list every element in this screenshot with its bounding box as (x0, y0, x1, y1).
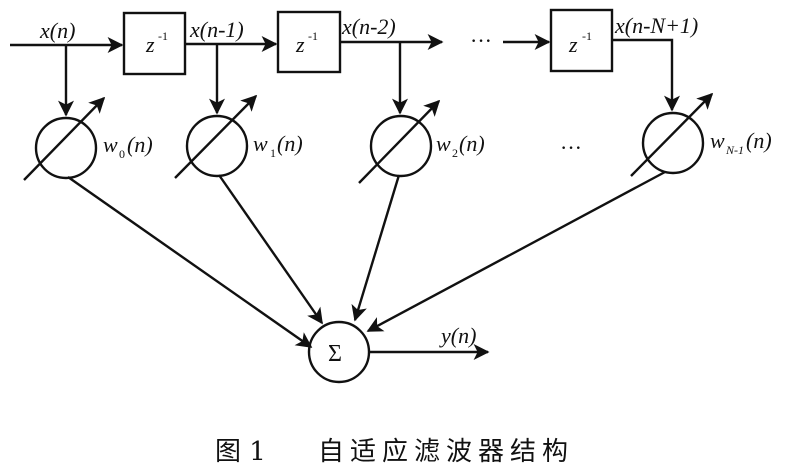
svg-text:(n): (n) (459, 131, 485, 156)
svg-text:1: 1 (270, 146, 276, 160)
weight-1: w 1 (n) (174, 94, 303, 179)
delay-output-label-1: x(n-1) (189, 17, 244, 42)
figure-label: 图 1 (215, 437, 266, 467)
svg-text:-1: -1 (582, 29, 592, 43)
delay-block-1: z -1 (122, 11, 187, 76)
weight-n-to-sum (366, 170, 666, 333)
output-label: y(n) (439, 323, 476, 348)
delay-block-2: z -1 (276, 10, 342, 74)
svg-text:N-1: N-1 (725, 143, 744, 157)
tap-line-n (612, 38, 680, 112)
svg-text:Σ: Σ (328, 341, 342, 367)
svg-text:0: 0 (119, 147, 125, 161)
svg-text:w: w (436, 131, 451, 156)
svg-text:z: z (145, 32, 155, 57)
svg-text:2: 2 (452, 146, 458, 160)
ellipsis-top: ··· (470, 28, 492, 53)
weight-n-minus-1: w N-1 (n) (630, 92, 772, 177)
svg-text:z: z (568, 32, 578, 57)
svg-text:-1: -1 (158, 29, 168, 43)
svg-text:(n): (n) (127, 132, 153, 157)
svg-text:w: w (710, 128, 725, 153)
weight-2-to-sum (351, 174, 401, 322)
delay-output-label-2: x(n-2) (341, 14, 396, 39)
svg-text:(n): (n) (746, 128, 772, 153)
figure-title: 自适应滤波器结构 (318, 437, 574, 467)
delay-block-n: z -1 (549, 8, 614, 73)
svg-text:w: w (103, 132, 118, 157)
svg-text:w: w (253, 131, 268, 156)
weight-0-to-sum (67, 176, 313, 348)
svg-text:z: z (295, 32, 305, 57)
input-label: x(n) (39, 18, 75, 43)
weight-1-to-sum (218, 174, 323, 325)
delay-output-label-n: x(n-N+1) (614, 13, 698, 38)
weight-0: w 0 (n) (23, 96, 153, 181)
svg-text:(n): (n) (277, 131, 303, 156)
ellipsis-weights: ··· (560, 135, 582, 160)
summation-node: Σ (307, 320, 371, 384)
weight-2: w 2 (n) (358, 99, 485, 184)
svg-text:-1: -1 (308, 29, 318, 43)
